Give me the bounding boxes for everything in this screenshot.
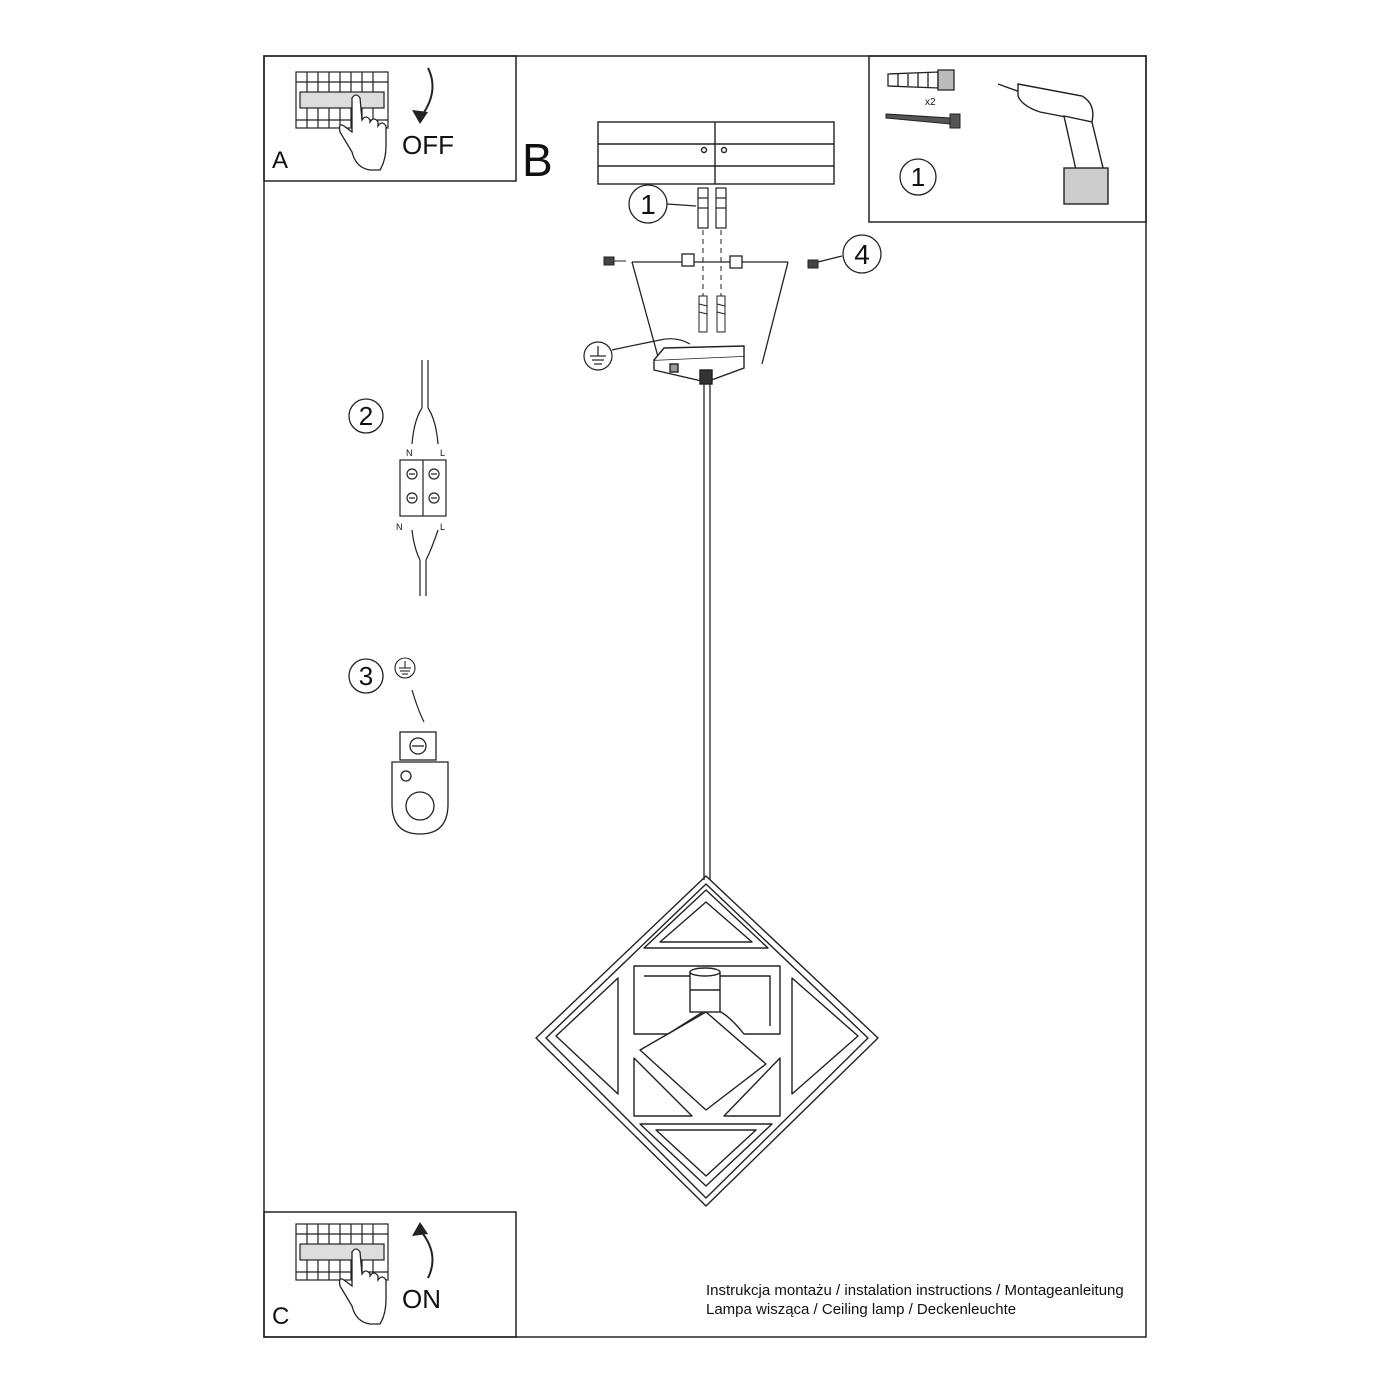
canopy <box>653 345 745 385</box>
panel-a-box <box>263 55 517 182</box>
panel-a-switch-label: OFF <box>402 130 454 160</box>
hand-icon <box>338 1248 387 1325</box>
tools-box <box>868 55 1147 223</box>
step-circle <box>348 658 384 694</box>
mounting-bracket <box>631 253 789 365</box>
step-4-label: 4 <box>854 239 870 270</box>
panel-b-letter: B <box>522 134 553 186</box>
step-circle <box>348 398 384 434</box>
footer-line-1: Instrukcja montażu / instalation instruc… <box>706 1282 1124 1299</box>
screw-icon <box>885 113 961 129</box>
footer-line-2: Lampa wisząca / Ceiling lamp / Deckenleu… <box>706 1301 1016 1318</box>
terminal-l-bottom: L <box>440 522 445 532</box>
ceiling-block <box>597 121 835 185</box>
outer-frame <box>263 55 1147 1338</box>
terminal-n-top: N <box>406 448 413 458</box>
lamp-socket <box>689 967 721 1013</box>
curved-arrow-icon <box>419 67 434 119</box>
curved-arrow-head <box>412 1222 428 1236</box>
anchor-count-label: x2 <box>925 97 936 108</box>
curved-arrow-head <box>412 110 428 124</box>
ground-clamp-icon <box>391 731 449 835</box>
step-circle <box>899 158 937 196</box>
terminal-block-icon <box>399 360 447 596</box>
tools-step-label: 1 <box>911 162 925 192</box>
ground-symbol-icon <box>394 657 416 679</box>
screw-icon <box>698 295 726 333</box>
step-1-label: 1 <box>640 189 656 220</box>
step-circle <box>842 234 882 274</box>
wall-anchor-icon <box>887 69 955 91</box>
terminal-l-top: L <box>440 448 445 458</box>
pendant-lamp-icon <box>535 875 879 1207</box>
panel-c-switch-label: ON <box>402 1284 441 1314</box>
hand-icon <box>338 94 387 171</box>
pendant-cord <box>703 384 711 880</box>
ground-symbol-icon <box>583 341 613 371</box>
panel-c-letter: C <box>272 1303 289 1330</box>
circuit-breaker-icon <box>295 71 389 129</box>
step-3-label: 3 <box>359 661 373 691</box>
drill-icon <box>997 83 1109 205</box>
terminal-n-bottom: N <box>396 522 403 532</box>
wall-anchor-icon <box>697 187 727 229</box>
step-2-label: 2 <box>359 401 373 431</box>
panel-a-letter: A <box>272 147 288 174</box>
screw-icon <box>603 256 819 269</box>
panel-c-box <box>263 1211 517 1338</box>
curved-arrow-icon <box>419 1229 434 1279</box>
circuit-breaker-icon <box>295 1223 389 1281</box>
